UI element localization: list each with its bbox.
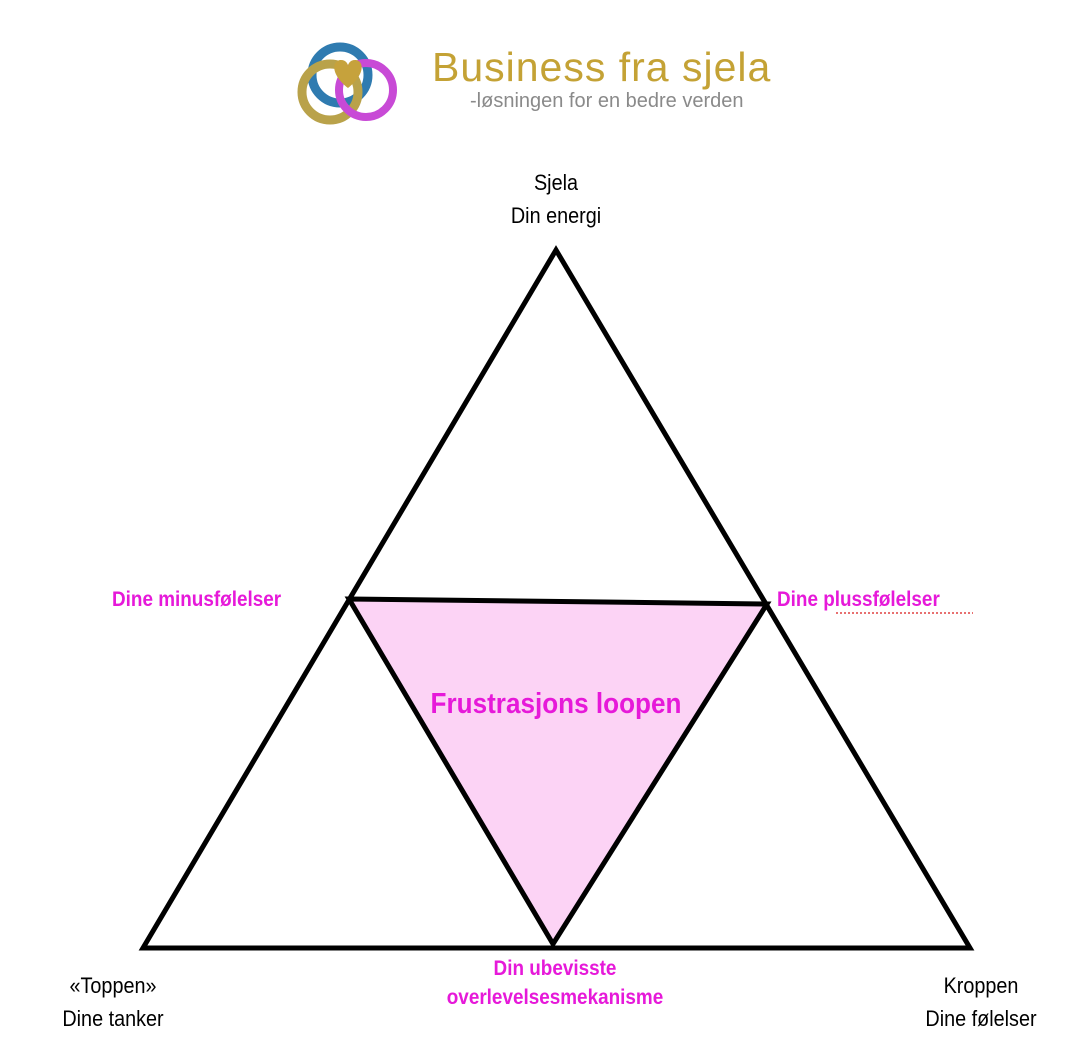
bottom-right-line1: Kroppen (943, 973, 1019, 998)
bottom-left-line2: Dine tanker (62, 1006, 164, 1031)
bottom-left-line1: «Toppen» (69, 973, 157, 998)
logo-icon (297, 42, 397, 125)
survival-mechanism-label: Din ubevisste overlevelsesmekanisme (402, 954, 708, 1012)
survival-line2: overlevelsesmekanisme (446, 986, 664, 1009)
bottom-right-line2: Dine følelser (925, 1006, 1037, 1031)
brand-title: Business fra sjela (432, 44, 772, 90)
plus-feelings-label: Dine plussfølelser (777, 588, 940, 611)
top-label: Sjela Din energi (466, 166, 646, 232)
inner-triangle-frustration-loop (344, 596, 772, 949)
bottom-right-label: Kroppen Dine følelser (891, 969, 1071, 1035)
bottom-left-label: «Toppen» Dine tanker (23, 969, 203, 1035)
top-label-line1: Sjela (533, 170, 579, 195)
top-label-line2: Din energi (510, 203, 602, 228)
brand-tagline: -løsningen for en bedre verden (470, 90, 744, 112)
survival-line1: Din ubevisste (493, 957, 617, 980)
frustration-loop-label: Frustrasjons loopen (430, 688, 682, 720)
minus-feelings-label: Dine minusfølelser (112, 588, 282, 611)
